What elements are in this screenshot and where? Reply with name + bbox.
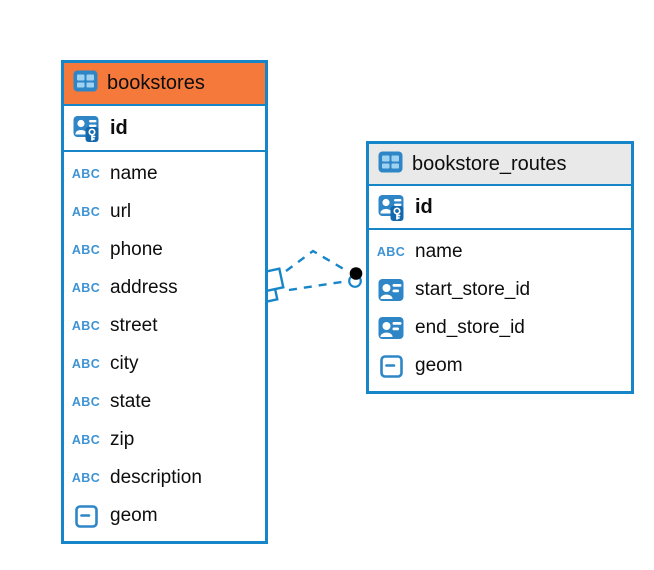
column-row[interactable]: ABC phone: [64, 231, 265, 269]
entity-table-bookstores[interactable]: bookstores id ABC name: [61, 60, 268, 544]
column-label: url: [110, 201, 132, 222]
column-label: city: [110, 353, 139, 374]
column-label: geom: [415, 355, 463, 376]
column-row[interactable]: ABC zip: [64, 421, 265, 459]
column-row[interactable]: ABC name: [64, 155, 265, 193]
column-row[interactable]: ABC state: [64, 383, 265, 421]
column-row[interactable]: geom: [369, 347, 631, 385]
column-label: geom: [110, 505, 158, 526]
geometry-rect-icon: [71, 504, 101, 528]
table-header-bookstores[interactable]: bookstores: [64, 63, 265, 106]
column-list: ABC name start_store_id: [369, 230, 631, 391]
column-row[interactable]: geom: [64, 497, 265, 535]
abc-text-icon: ABC: [71, 433, 101, 447]
abc-text-icon: ABC: [71, 167, 101, 181]
abc-text-icon: ABC: [71, 319, 101, 333]
column-label: name: [415, 241, 463, 262]
person-card-icon: [376, 315, 406, 341]
column-list: ABC name ABC url ABC phone ABC address A…: [64, 152, 265, 541]
table-header-bookstore-routes[interactable]: bookstore_routes: [369, 144, 631, 186]
column-row[interactable]: ABC name: [369, 233, 631, 271]
column-row[interactable]: ABC description: [64, 459, 265, 497]
person-key-icon: [376, 194, 406, 221]
column-row[interactable]: ABC url: [64, 193, 265, 231]
table-icon: [378, 151, 403, 178]
pk-column-label: id: [110, 116, 128, 139]
column-label: address: [110, 277, 178, 298]
pk-column-label: id: [415, 195, 433, 218]
column-row[interactable]: ABC city: [64, 345, 265, 383]
table-title: bookstore_routes: [412, 152, 567, 175]
abc-text-icon: ABC: [376, 245, 406, 259]
column-row-pk[interactable]: id: [64, 106, 265, 152]
relationship-endpoint-markers[interactable]: [348, 267, 363, 288]
table-icon: [73, 70, 98, 97]
column-label: street: [110, 315, 158, 336]
column-label: state: [110, 391, 152, 412]
relationship-line-lower[interactable]: [288, 279, 349, 292]
entity-table-bookstore-routes[interactable]: bookstore_routes id ABC name: [366, 141, 634, 394]
abc-text-icon: ABC: [71, 281, 101, 295]
abc-text-icon: ABC: [71, 205, 101, 219]
person-card-icon: [376, 277, 406, 303]
column-row[interactable]: ABC street: [64, 307, 265, 345]
column-row[interactable]: end_store_id: [369, 309, 631, 347]
table-title: bookstores: [107, 72, 205, 94]
column-row[interactable]: ABC address: [64, 269, 265, 307]
column-label: phone: [110, 239, 163, 260]
column-label: name: [110, 163, 158, 184]
black-dot-icon: [349, 267, 363, 280]
abc-text-icon: ABC: [71, 243, 101, 257]
column-label: zip: [110, 429, 135, 450]
column-label: description: [110, 467, 202, 488]
abc-text-icon: ABC: [71, 357, 101, 371]
person-key-icon: [71, 115, 101, 142]
relationship-line-upper[interactable]: [285, 249, 348, 273]
abc-text-icon: ABC: [71, 471, 101, 485]
column-label: end_store_id: [415, 317, 525, 338]
column-row-pk[interactable]: id: [369, 186, 631, 230]
column-label: start_store_id: [415, 279, 531, 300]
geometry-rect-icon: [376, 354, 406, 378]
column-row[interactable]: start_store_id: [369, 271, 631, 309]
abc-text-icon: ABC: [71, 395, 101, 409]
